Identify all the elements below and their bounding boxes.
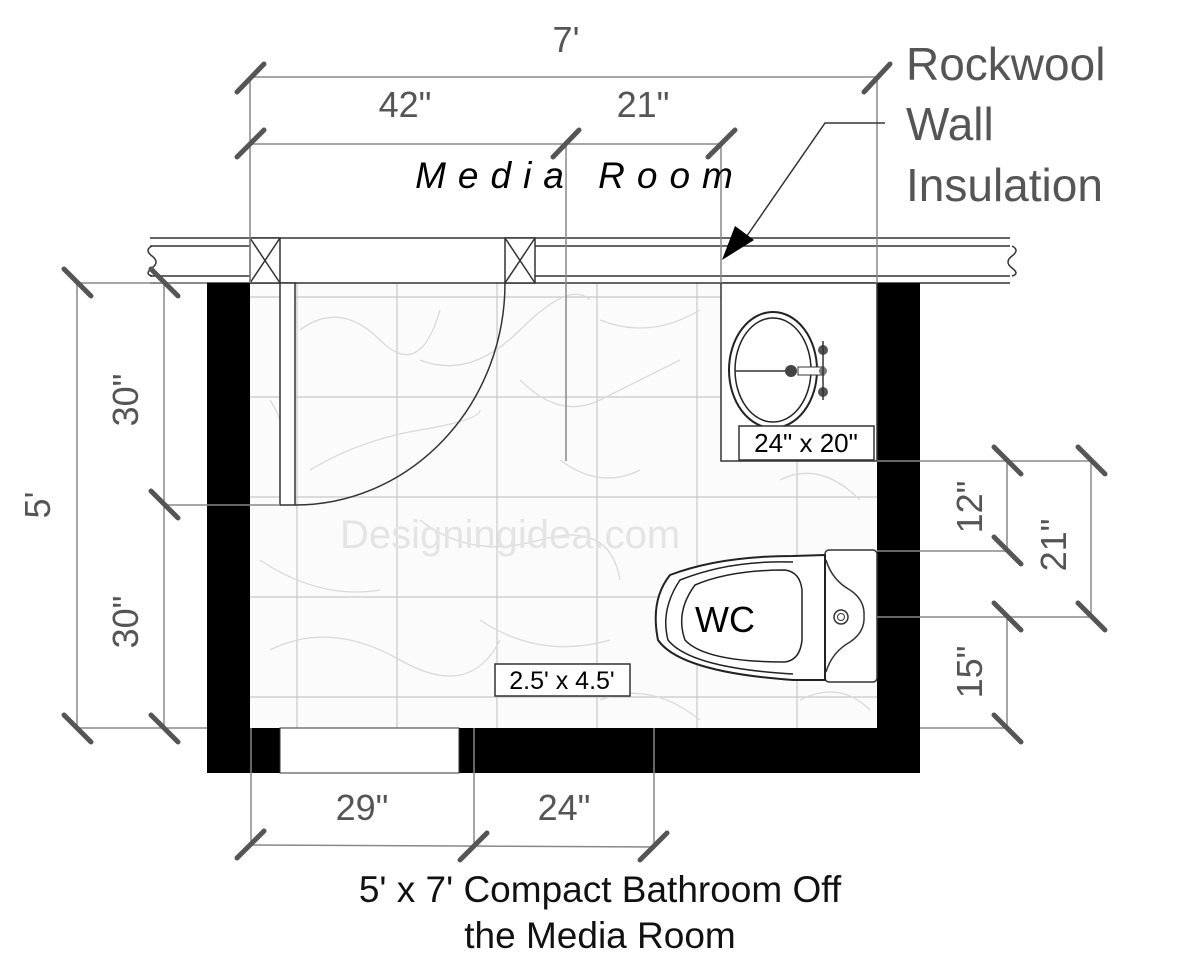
shower-size-box (494, 663, 631, 697)
dim-overall-height: 5' (17, 492, 58, 519)
right-dimensions (877, 444, 1108, 745)
shower-size-label: 2.5' x 4.5' (509, 667, 614, 695)
caption-line-2: the Media Room (464, 915, 736, 956)
upper-wall (147, 237, 1017, 284)
dim-right-lower: 15" (949, 646, 990, 699)
dim-overall-width: 7' (553, 19, 580, 60)
caption-line-1: 5' x 7' Compact Bathroom Off (358, 869, 842, 910)
dim-bottom-left: 29" (336, 787, 389, 828)
top-dimensions (234, 61, 893, 461)
dim-top-left: 42" (379, 84, 432, 125)
dim-left-lower: 30" (105, 596, 146, 649)
dim-left-upper: 30" (105, 374, 146, 427)
note-line-3: Insulation (906, 159, 1103, 211)
note-line-2: Wall (906, 98, 994, 150)
toilet-label: WC (695, 599, 755, 640)
note-line-1: Rockwool (906, 38, 1105, 90)
room-label: Media Room (415, 155, 745, 196)
dim-right-upper: 12" (949, 481, 990, 534)
watermark-text: Designingidea.com (340, 513, 680, 557)
door-swing (279, 282, 506, 506)
dim-top-right: 21" (617, 84, 670, 125)
bottom-dimensions (234, 728, 670, 863)
dim-bottom-right: 24" (538, 787, 591, 828)
insulation-leader (722, 122, 885, 260)
sink-size-box (738, 425, 875, 461)
sink-size-label: 24" x 20" (754, 428, 858, 458)
dim-right-span: 21" (1033, 519, 1074, 572)
walls (207, 283, 920, 774)
toilet (654, 549, 878, 683)
left-dimensions (61, 266, 280, 745)
